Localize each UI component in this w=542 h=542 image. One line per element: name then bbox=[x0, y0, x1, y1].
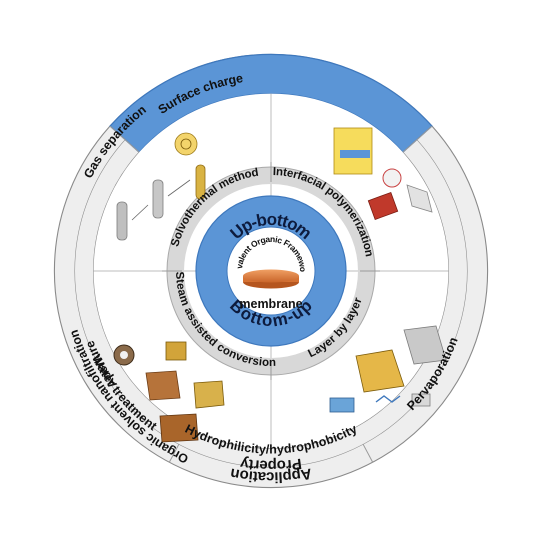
application-title: Application bbox=[229, 465, 313, 486]
methods-ring bbox=[162, 162, 380, 380]
membrane-disc-icon bbox=[243, 269, 299, 289]
layer-by-layer-illustration bbox=[329, 325, 447, 413]
center-membrane-label: membrane bbox=[239, 297, 302, 311]
segment-separators bbox=[109, 125, 433, 463]
solvothermal-illustration bbox=[116, 132, 206, 241]
interfacial-illustration bbox=[333, 127, 433, 221]
steam-illustration bbox=[113, 341, 225, 443]
property-title: Property bbox=[239, 455, 303, 474]
